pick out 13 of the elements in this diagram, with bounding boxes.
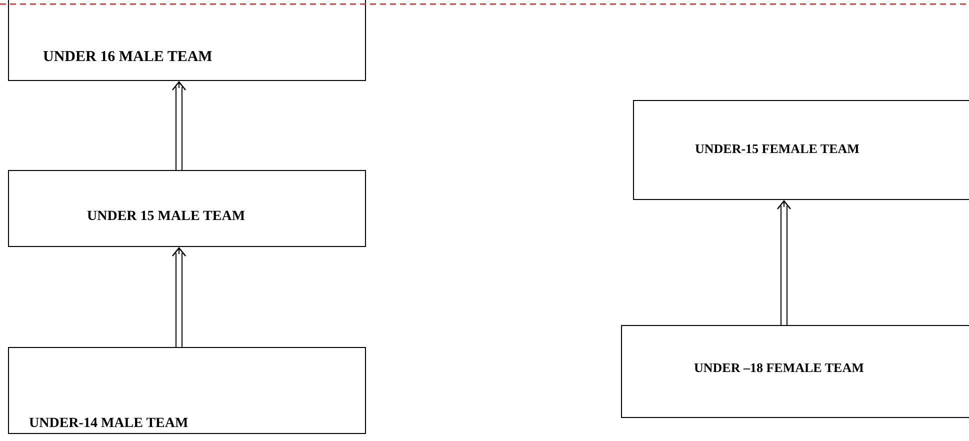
team-box bbox=[8, 170, 366, 247]
double-arrow bbox=[776, 200, 792, 326]
double-arrow bbox=[172, 247, 186, 348]
team-box bbox=[633, 100, 969, 200]
team-label: UNDER –18 FEMALE TEAM bbox=[694, 360, 864, 376]
team-label: UNDER-15 FEMALE TEAM bbox=[695, 141, 860, 157]
team-label: UNDER 15 MALE TEAM bbox=[87, 209, 246, 225]
team-label: UNDER-14 MALE TEAM bbox=[29, 416, 188, 432]
team-box bbox=[621, 325, 969, 418]
team-label: UNDER 16 MALE TEAM bbox=[43, 49, 212, 66]
team-box bbox=[8, 0, 366, 81]
double-arrow bbox=[172, 81, 186, 170]
team-box bbox=[8, 347, 366, 434]
